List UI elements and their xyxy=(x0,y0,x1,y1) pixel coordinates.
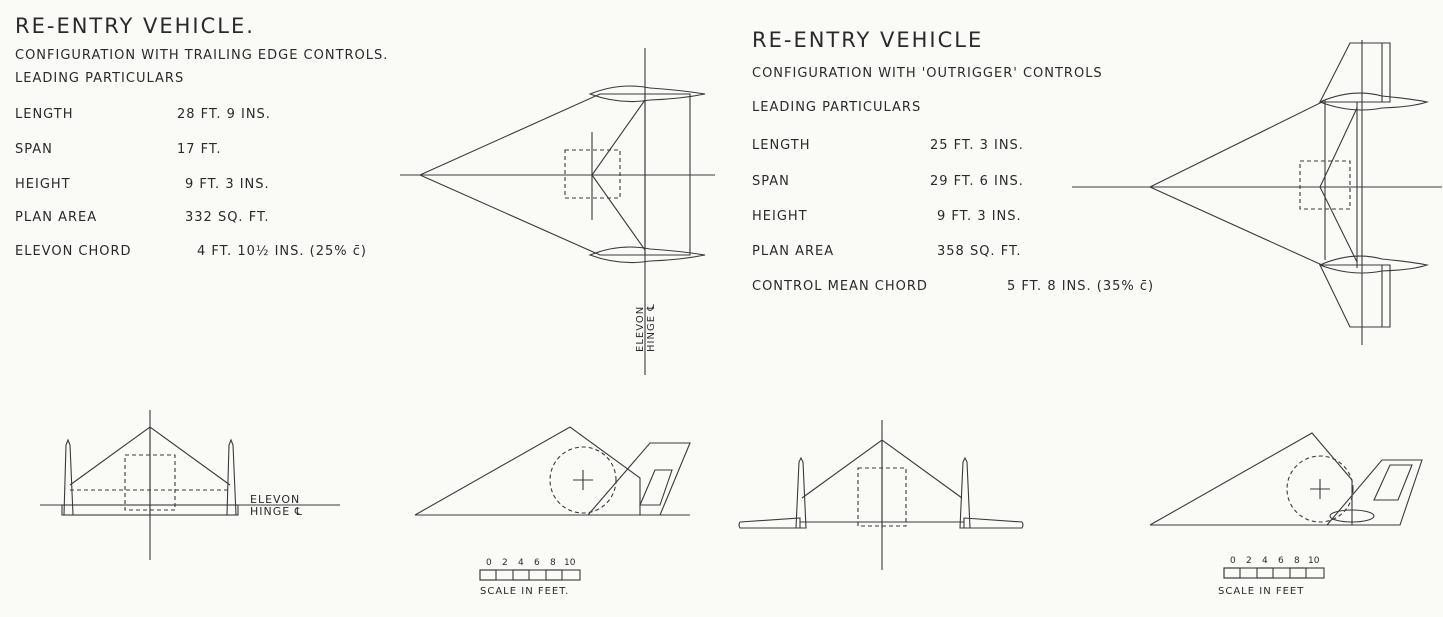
spec-label: LENGTH xyxy=(752,138,811,153)
spec-value: 29 FT. 6 INS. xyxy=(930,174,1024,189)
left-scale-num-4: 4 xyxy=(518,558,524,568)
right-scale-num-6: 6 xyxy=(1278,556,1284,566)
left-side-view xyxy=(414,426,691,581)
spec-value: 25 FT. 3 INS. xyxy=(930,138,1024,153)
spec-value: 358 SQ. FT. xyxy=(937,244,1022,259)
left-scale-num-2: 2 xyxy=(502,558,508,568)
spec-label: PLAN AREA xyxy=(752,244,835,259)
spec-label: HEIGHT xyxy=(15,177,71,192)
spec-label: HEIGHT xyxy=(752,209,808,224)
spec-value: 28 FT. 9 INS. xyxy=(177,107,271,122)
spec-label: PLAN AREA xyxy=(15,210,98,225)
left-plan-view xyxy=(400,48,715,375)
left-front-hinge-label: ELEVON HINGE ℄ xyxy=(250,494,303,518)
right-panel: RE-ENTRY VEHICLE CONFIGURATION WITH 'OUT… xyxy=(722,0,1443,617)
left-scale-num-0: 0 xyxy=(486,558,492,568)
spec-label: ELEVON CHORD xyxy=(15,244,132,259)
spec-label: CONTROL MEAN CHORD xyxy=(752,279,928,294)
spec-value: 9 FT. 3 INS. xyxy=(937,209,1022,224)
right-side-view xyxy=(1149,432,1423,579)
left-subtitle: CONFIGURATION WITH TRAILING EDGE CONTROL… xyxy=(15,48,389,63)
right-subtitle: CONFIGURATION WITH 'OUTRIGGER' CONTROLS xyxy=(752,66,1103,81)
right-scale-caption: SCALE IN FEET xyxy=(1218,586,1305,597)
spec-value: 332 SQ. FT. xyxy=(185,210,270,225)
right-section-label: LEADING PARTICULARS xyxy=(752,100,922,115)
spec-label: LENGTH xyxy=(15,107,74,122)
right-plan-view xyxy=(1072,40,1442,345)
left-scale-num-8: 8 xyxy=(550,558,556,568)
left-scale-num-10: 10 xyxy=(564,558,576,568)
left-scale-num-6: 6 xyxy=(534,558,540,568)
right-scale-num-10: 10 xyxy=(1308,556,1320,566)
hinge-text-line: HINGE ℄ xyxy=(250,505,303,518)
right-scale-num-2: 2 xyxy=(1246,556,1252,566)
right-title: RE-ENTRY VEHICLE xyxy=(752,28,984,52)
spec-value: 4 FT. 10½ INS. (25% c̄) xyxy=(197,244,367,259)
left-panel: RE-ENTRY VEHICLE. CONFIGURATION WITH TRA… xyxy=(15,14,715,597)
right-scale-num-0: 0 xyxy=(1230,556,1236,566)
left-scale-caption: SCALE IN FEET. xyxy=(480,586,570,597)
spec-value: 9 FT. 3 INS. xyxy=(185,177,270,192)
left-section-label: LEADING PARTICULARS xyxy=(15,71,185,86)
hinge-text-line: ELEVON xyxy=(250,493,301,506)
left-front-view xyxy=(40,410,340,560)
right-scale-num-8: 8 xyxy=(1294,556,1300,566)
left-title: RE-ENTRY VEHICLE. xyxy=(15,14,255,38)
spec-label: SPAN xyxy=(752,174,790,189)
right-front-view xyxy=(738,420,1024,570)
right-scale-num-4: 4 xyxy=(1262,556,1268,566)
spec-value: 17 FT. xyxy=(177,142,222,157)
spec-label: SPAN xyxy=(15,142,53,157)
spec-value: 5 FT. 8 INS. (35% c̄) xyxy=(1007,279,1155,294)
